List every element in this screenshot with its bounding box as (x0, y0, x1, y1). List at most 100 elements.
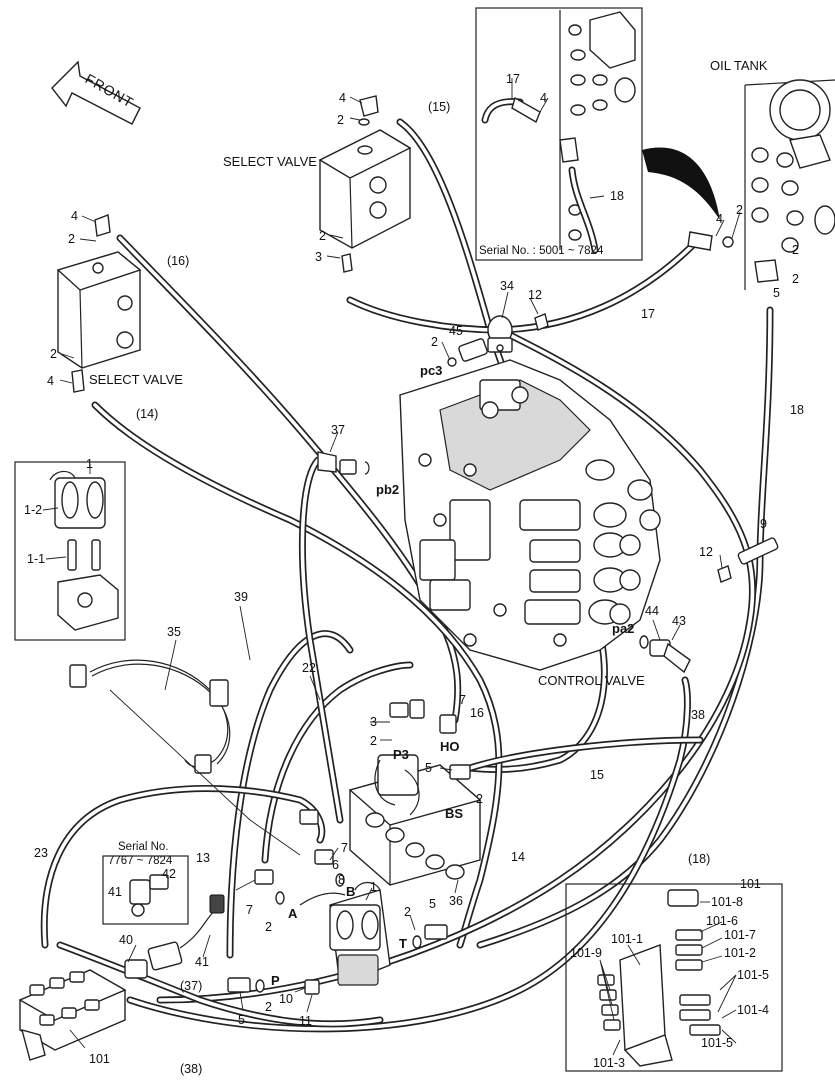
part-label: 101-3 (593, 1056, 625, 1070)
port-P3: P3 (393, 747, 409, 762)
part-label: (14) (136, 407, 158, 421)
fittings-lower (227, 699, 471, 995)
part-label: 41 (108, 885, 122, 899)
part-label: 8 (338, 873, 345, 887)
part-label: 10 (279, 992, 293, 1006)
part-label: 22 (302, 661, 316, 675)
part-label: 2 (337, 113, 344, 127)
part-label: 2 (792, 272, 799, 286)
part-label: 4 (339, 91, 346, 105)
part-label: 36 (449, 894, 463, 908)
part-number-labels: 4 2 (15) 2 3 4 2 (16) 2 4 (14) 17 4 18 4… (24, 72, 804, 1076)
part-label: 2 (319, 229, 326, 243)
select-valve-left (56, 214, 142, 393)
part-label: 1-1 (27, 552, 45, 566)
part-label: 101-5 (701, 1036, 733, 1050)
inset-box-solenoid (14, 461, 126, 641)
clamp-34 (487, 315, 513, 353)
pressure-switch-40 (124, 894, 225, 979)
part-label: 43 (672, 614, 686, 628)
part-label: 34 (500, 279, 514, 293)
part-label: 6 (332, 858, 339, 872)
port-A: A (288, 906, 298, 921)
part-label: (15) (428, 100, 450, 114)
part-label: 5 (429, 897, 436, 911)
part-label: 101-2 (724, 946, 756, 960)
part-label: 101 (740, 877, 761, 891)
part-label: 35 (167, 625, 181, 639)
part-label: 23 (34, 846, 48, 860)
part-label: 14 (511, 850, 525, 864)
part-label: 16 (470, 706, 484, 720)
select-valve-top (318, 95, 412, 273)
part-label: 2 (792, 243, 799, 257)
bolt-12-top (534, 313, 549, 331)
part-label: 7 (246, 903, 253, 917)
part-label: 4 (71, 209, 78, 223)
pilot-valve-block (348, 754, 482, 886)
part-label: (18) (688, 852, 710, 866)
part-label: 7 (459, 693, 466, 707)
part-label: 101-7 (724, 928, 756, 942)
part-label: (38) (180, 1062, 202, 1076)
part-label: 17 (641, 307, 655, 321)
port-B: B (346, 884, 355, 899)
part-label: 4 (47, 374, 54, 388)
part-label: 101-1 (611, 932, 643, 946)
clamp-9 (717, 537, 779, 583)
part-label: 101-5 (737, 968, 769, 982)
leader-lines (42, 78, 741, 1056)
hoses (40, 118, 774, 1033)
manifold-101 (18, 969, 127, 1061)
part-label: (16) (167, 254, 189, 268)
part-label: 2 (370, 734, 377, 748)
part-label: (37) (180, 979, 202, 993)
front-arrow-icon: FRONT (51, 60, 141, 125)
inset-box-top (475, 7, 643, 261)
part-label: 11 (299, 1014, 312, 1028)
part-label: 12 (528, 288, 542, 302)
label-select-valve-top: SELECT VALVE (223, 154, 317, 169)
label-select-valve-left: SELECT VALVE (89, 372, 183, 387)
label-serial-top: Serial No. : 5001 ~ 7824 (479, 245, 604, 257)
part-label: 2 (68, 232, 75, 246)
inset-box-serial-small (102, 855, 189, 925)
oil-tank (687, 79, 835, 290)
part-label: 2 (431, 335, 438, 349)
part-label: 101-9 (570, 946, 602, 960)
part-label: 9 (760, 517, 767, 531)
part-label: 45 (449, 324, 463, 338)
part-label: 1-2 (24, 503, 42, 517)
inset-box-101 (565, 883, 783, 1072)
port-BS: BS (445, 806, 463, 821)
port-pc3: pc3 (420, 363, 442, 378)
part-label: 39 (234, 590, 248, 604)
part-label: 18 (790, 403, 804, 417)
part-label: 101-6 (706, 914, 738, 928)
part-label: 41 (195, 955, 209, 969)
port-pb2: pb2 (376, 482, 399, 497)
port-P: P (271, 973, 280, 988)
part-label: 101-8 (711, 895, 743, 909)
wire-harness-35 (69, 659, 231, 774)
fitting-45 (447, 338, 488, 367)
part-label: 44 (645, 604, 659, 618)
part-label: 3 (370, 715, 377, 729)
port-T: T (399, 936, 407, 951)
part-label: 1 (370, 880, 377, 894)
part-label: 15 (590, 768, 604, 782)
port-pa2: pa2 (612, 621, 634, 636)
part-label: 1 (86, 457, 93, 471)
label-control-valve: CONTROL VALVE (538, 673, 645, 688)
label-serial-small-2: 7767 ~ 7824 (108, 855, 173, 867)
part-label: 42 (162, 867, 176, 881)
part-label: 3 (315, 250, 322, 264)
part-label: 2 (265, 1000, 272, 1014)
part-label: 17 (506, 72, 520, 86)
part-label: 2 (476, 792, 483, 806)
part-label: 101-4 (737, 1003, 769, 1017)
part-label: 101 (89, 1052, 110, 1066)
part-label: 2 (736, 203, 743, 217)
part-label: 40 (119, 933, 133, 947)
